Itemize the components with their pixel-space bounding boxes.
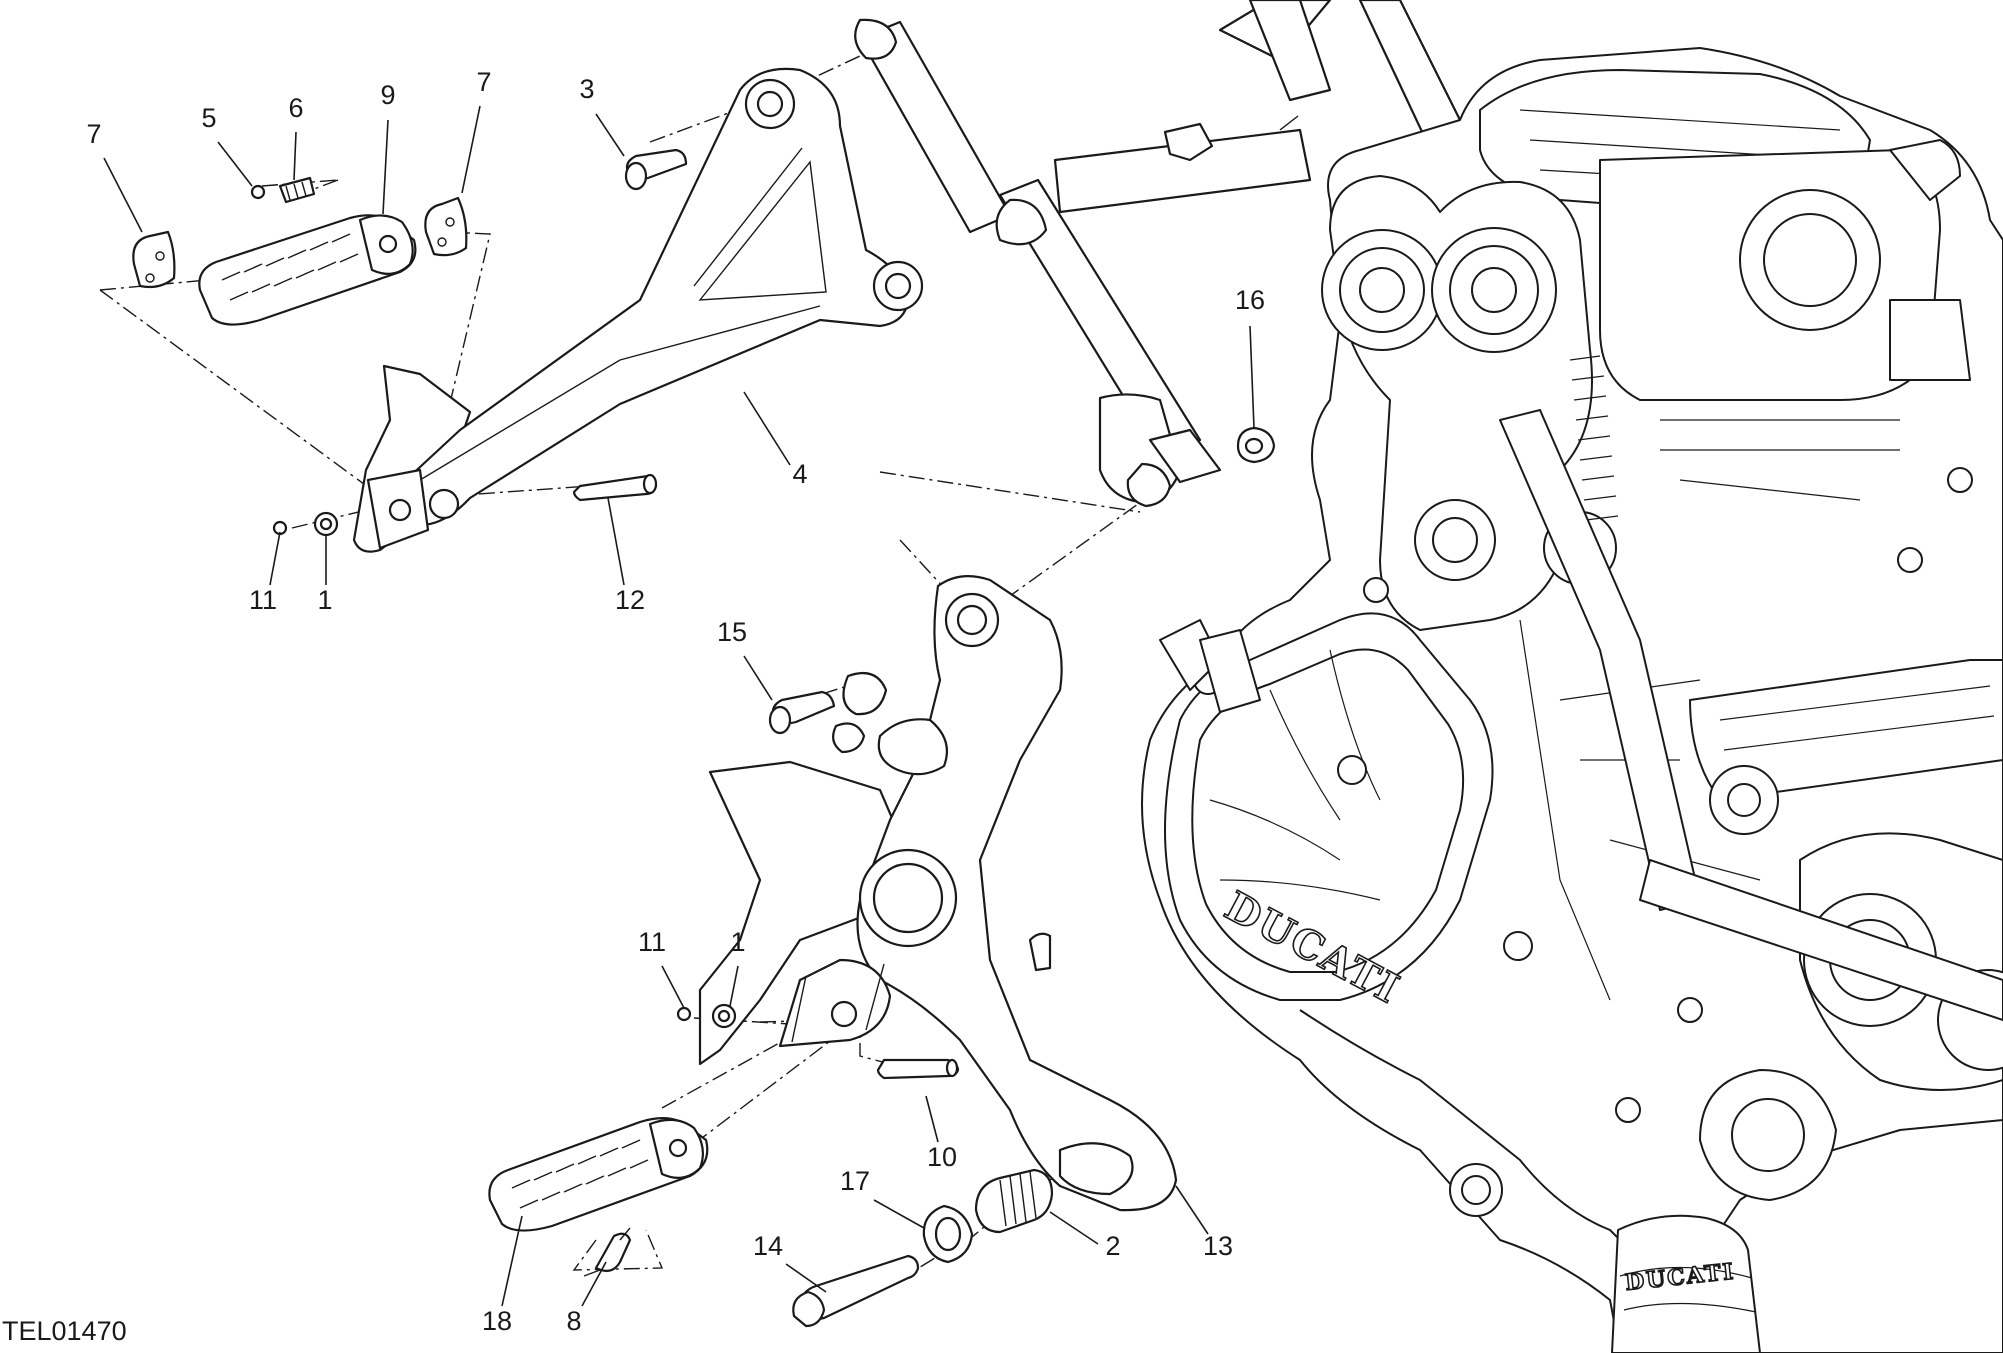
callout-number-7: 7 xyxy=(86,119,101,149)
part-18-front-footpeg xyxy=(488,1117,709,1232)
callout-number-4: 4 xyxy=(792,459,807,489)
callout-number-15: 15 xyxy=(717,617,747,647)
part-9-rear-footpeg xyxy=(198,214,417,326)
part-13-front-footpeg-bracket xyxy=(698,575,1178,1212)
part-7-plate-right xyxy=(424,196,468,257)
callout-leader-10 xyxy=(925,1095,939,1143)
callout-number-3: 3 xyxy=(579,74,594,104)
part-2-spring xyxy=(974,1168,1054,1234)
callout-leader-1 xyxy=(729,965,739,1007)
part-4-rear-footpeg-bracket xyxy=(352,67,924,553)
part-5-ball xyxy=(250,184,266,200)
small-parts xyxy=(132,148,1276,1328)
callout-number-2: 2 xyxy=(1105,1231,1120,1261)
part-7-plate-left xyxy=(132,230,176,289)
callout-leader-8 xyxy=(581,1261,607,1307)
callout-leader-4 xyxy=(743,391,791,466)
callout-leader-5 xyxy=(217,141,253,187)
callout-leader-7 xyxy=(103,157,143,233)
callout-number-12: 12 xyxy=(615,585,645,615)
callout-number-18: 18 xyxy=(482,1306,512,1336)
callout-number-1: 1 xyxy=(730,927,745,957)
callout-number-10: 10 xyxy=(927,1142,957,1172)
callout-number-1: 1 xyxy=(317,585,332,615)
callout-leader-17 xyxy=(873,1199,925,1229)
callout-leader-3 xyxy=(595,113,625,157)
drawing-code: TEL01470 xyxy=(2,1316,127,1346)
callout-number-14: 14 xyxy=(753,1231,783,1261)
callout-leader-11 xyxy=(269,531,281,586)
callout-leader-9 xyxy=(382,119,389,215)
callout-leader-12 xyxy=(607,497,625,586)
part-8-spring xyxy=(594,1232,632,1273)
callout-leader-7 xyxy=(461,105,481,194)
callout-number-5: 5 xyxy=(201,103,216,133)
part-6-spring xyxy=(278,176,316,204)
callout-number-7: 7 xyxy=(476,67,491,97)
callout-number-6: 6 xyxy=(288,93,303,123)
callout-leader-13 xyxy=(1175,1185,1209,1235)
callout-leader-14 xyxy=(785,1263,827,1293)
callout-leader-18 xyxy=(501,1215,523,1307)
callout-leader-11 xyxy=(661,965,685,1009)
callout-leader-16 xyxy=(1249,325,1255,429)
callout-number-9: 9 xyxy=(380,80,395,110)
callout-number-11: 11 xyxy=(249,585,277,615)
callout-number-8: 8 xyxy=(566,1306,581,1336)
callout-leader-2 xyxy=(1049,1211,1099,1245)
callout-number-11: 11 xyxy=(638,927,666,957)
callout-number-17: 17 xyxy=(840,1166,870,1196)
callout-leader-6 xyxy=(293,131,297,181)
callout-number-13: 13 xyxy=(1203,1231,1233,1261)
callout-number-16: 16 xyxy=(1235,285,1265,315)
part-11-clip-lower xyxy=(676,1006,692,1022)
engine-block: DUCATI DUCATI xyxy=(1141,47,2003,1353)
callout-leader-15 xyxy=(743,655,773,701)
